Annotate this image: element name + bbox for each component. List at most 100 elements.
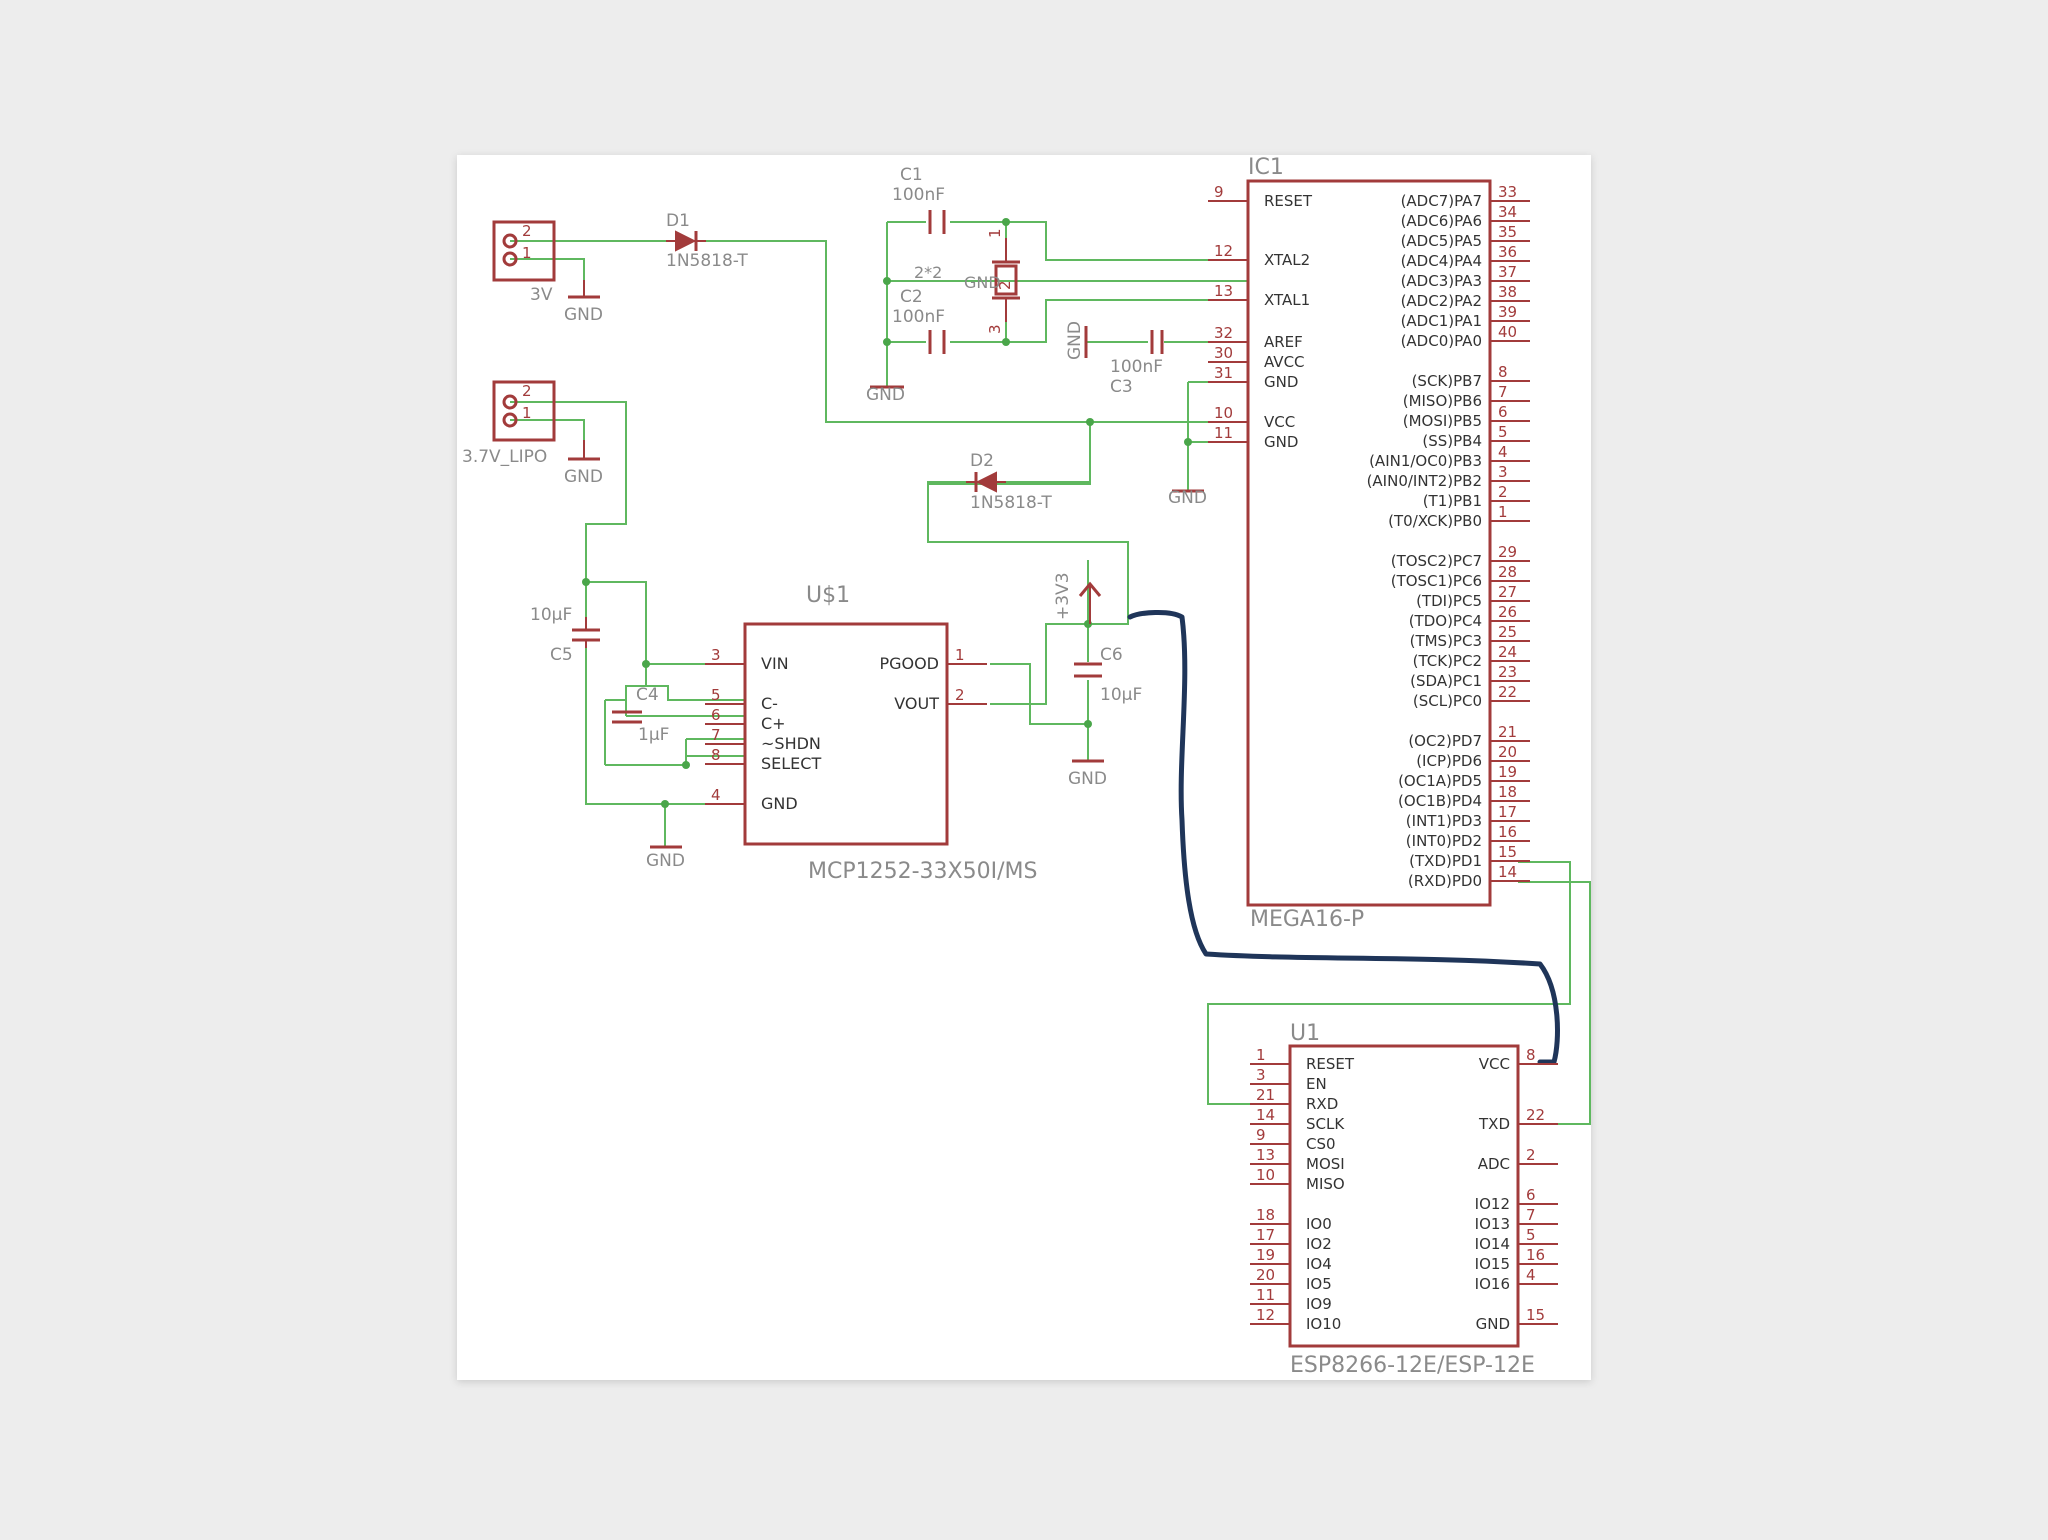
ic1-pin-name: (TXD)PD1 — [1409, 852, 1482, 870]
us1-pin-number: 2 — [955, 686, 965, 704]
ic1-pin-number: 5 — [1498, 423, 1508, 441]
u1-pin-name: TXD — [1478, 1115, 1510, 1133]
ic1-pin-number: 6 — [1498, 403, 1508, 421]
gnd-symbol-5: GND — [646, 845, 685, 871]
ic1-pin-number: 29 — [1498, 543, 1517, 561]
capacitor-c1-ref: C1 — [900, 165, 923, 185]
ic1-pin-15: 15 (TXD)PD1 — [1409, 843, 1530, 870]
ic1-pin-number: 2 — [1498, 483, 1508, 501]
ic1-pin-name: GND — [1264, 373, 1298, 391]
ic1-pin-name: (TCK)PC2 — [1413, 652, 1482, 670]
svg-text:GND: GND — [1168, 488, 1207, 508]
u1-pin-number: 18 — [1256, 1206, 1275, 1224]
gnd-symbol-3: GND — [866, 385, 905, 405]
us1-pin-7: 7~SHDN — [705, 726, 821, 753]
u1-pin-name: IO9 — [1306, 1295, 1332, 1313]
ic1-pin-name: (ADC4)PA4 — [1401, 252, 1482, 270]
u1-pin-number: 12 — [1256, 1306, 1275, 1324]
ic1-pin-name: (AIN0/INT2)PB2 — [1367, 472, 1482, 490]
ic1-pin-name: XTAL1 — [1264, 291, 1310, 309]
ic1-pin-number: 24 — [1498, 643, 1517, 661]
ic1-pin-number: 34 — [1498, 203, 1517, 221]
ic1-pin-3: 3(AIN0/INT2)PB2 — [1367, 463, 1530, 490]
ic1-pin-name: (ADC3)PA3 — [1401, 272, 1482, 290]
u1-pin-name: GND — [1476, 1315, 1510, 1333]
u1-part: ESP8266-12E/ESP-12E — [1290, 1353, 1535, 1378]
u1-right-pins: 8VCC22TXD2ADC6IO127IO135IO1416IO154IO161… — [1475, 1046, 1558, 1333]
ic1-pin-name: (OC2)PD7 — [1408, 732, 1482, 750]
diode-d1-ref: D1 — [666, 211, 690, 231]
u1-pin-name: IO0 — [1306, 1215, 1332, 1233]
gnd-symbol-aref: GND — [1065, 321, 1088, 360]
capacitor-c1: C1 100nF — [892, 165, 946, 234]
ic1-pin-name: (ADC1)PA1 — [1401, 312, 1482, 330]
ic1-pin-8: 8(SCK)PB7 — [1412, 363, 1530, 390]
ic1-pin-14: 14(RXD)PD0 — [1408, 863, 1530, 890]
ic1-pin-name: (TDO)PC4 — [1409, 612, 1482, 630]
connector-3v-pin1: 1 — [522, 244, 532, 262]
us1-pin-number: 3 — [711, 646, 721, 664]
ic1-pin-name: (MISO)PB6 — [1403, 392, 1482, 410]
ic1-pin-name: (ADC5)PA5 — [1401, 232, 1482, 250]
capacitor-c1-value: 100nF — [892, 185, 945, 205]
ic1-pin-name: (ADC6)PA6 — [1401, 212, 1482, 230]
ic1-pin-number: 32 — [1214, 324, 1233, 342]
hand-drawn-3v3-wire — [1127, 610, 1560, 1065]
us1-pin-name: VOUT — [894, 694, 939, 713]
gnd-symbol-2: GND — [564, 440, 603, 487]
u1-pin-name: IO2 — [1306, 1235, 1332, 1253]
ic1-pin-number: 33 — [1498, 183, 1517, 201]
capacitor-c2-value: 100nF — [892, 307, 945, 327]
ic1-pin-number: 10 — [1214, 404, 1233, 422]
ic1-pin-18: 18(OC1B)PD4 — [1398, 783, 1530, 810]
ic1-pin-number: 15 — [1498, 843, 1517, 861]
ic1-pin-name: (SCL)PC0 — [1413, 692, 1482, 710]
ic1-pin-number: 17 — [1498, 803, 1517, 821]
connector-lipo-label: 3.7V_LIPO — [462, 447, 547, 467]
ic1-pin-number: 37 — [1498, 263, 1517, 281]
junction-dots — [582, 218, 1192, 808]
ic1-pin-number: 25 — [1498, 623, 1517, 641]
ic1-pin-34: 34 (ADC6)PA6 — [1401, 203, 1530, 230]
ic1-pin-number: 38 — [1498, 283, 1517, 301]
ic1-pin-27: 27(TDI)PC5 — [1416, 583, 1530, 610]
ic1-pin-16: 16(INT0)PD2 — [1406, 823, 1530, 850]
ic1-pin-35: 35(ADC5)PA5 — [1401, 223, 1530, 250]
u1-pin-name: RXD — [1306, 1095, 1338, 1113]
u1-pin-name: IO5 — [1306, 1275, 1332, 1293]
ic1-pin-21: 21(OC2)PD7 — [1408, 723, 1530, 750]
capacitor-c2-ref: C2 — [900, 287, 923, 307]
u1-pin-name: IO4 — [1306, 1255, 1332, 1273]
ic1-pin-23: 23(SDA)PC1 — [1410, 663, 1530, 690]
ic1-pin-name: (T1)PB1 — [1423, 492, 1482, 510]
ic1-pin-5: 5(SS)PB4 — [1422, 423, 1530, 450]
u1-pin-number: 9 — [1256, 1126, 1266, 1144]
u1-pin-number: 13 — [1256, 1146, 1275, 1164]
u1-pin-name: CS0 — [1306, 1135, 1336, 1153]
ic1-pin-38: 38 (ADC2)PA2 — [1401, 283, 1530, 310]
u1-pin-number: 3 — [1256, 1066, 1266, 1084]
ic1-pin-17: 17(INT1)PD3 — [1406, 803, 1530, 830]
u1-pin-name: IO12 — [1475, 1195, 1510, 1213]
u1-pin-number: 1 — [1256, 1046, 1266, 1064]
ic1-pin-name: (OC1A)PD5 — [1398, 772, 1482, 790]
u1-pin-name: IO14 — [1475, 1235, 1510, 1253]
gnd-symbol-4: GND — [1168, 488, 1207, 508]
ic1-pin-name: (ADC2)PA2 — [1401, 292, 1482, 310]
u1-pin-name: IO16 — [1475, 1275, 1510, 1293]
us1-pin-name: GND — [761, 794, 798, 813]
svg-text:GND: GND — [1068, 769, 1107, 789]
